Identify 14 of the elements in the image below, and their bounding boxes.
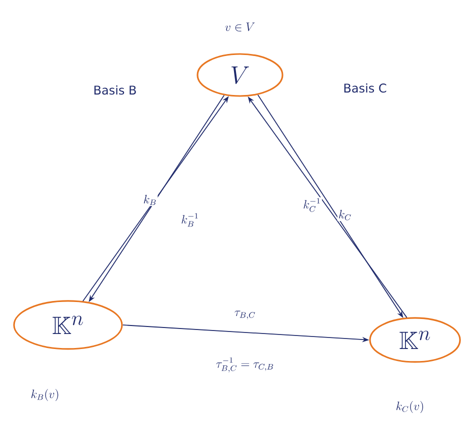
edge-label: $k_C^{-1}$ bbox=[302, 197, 322, 213]
text-label: Basis B bbox=[94, 85, 136, 95]
text-label: Basis C bbox=[344, 83, 386, 93]
edge-label: $k_B$ bbox=[142, 194, 158, 206]
edge-label: $k_C$ bbox=[337, 208, 353, 222]
ellipse-node: $V$ bbox=[196, 53, 284, 97]
ellipse-node: $\mathbb{K}^n$ bbox=[369, 317, 461, 363]
edge-label: $\tau_{B,C}$ bbox=[233, 310, 257, 320]
node-caption: $v \in V$ bbox=[225, 22, 255, 32]
edge-label: $k_B^{-1}$ bbox=[180, 212, 200, 228]
ellipse-node: $\mathbb{K}^n$ bbox=[13, 300, 123, 350]
text-label: $\tau_{B,C}^{-1} = \tau_{C,B}$ bbox=[216, 357, 274, 372]
node-caption: $k_B(v)$ bbox=[31, 388, 58, 401]
node-caption: $k_C(v)$ bbox=[396, 400, 424, 413]
